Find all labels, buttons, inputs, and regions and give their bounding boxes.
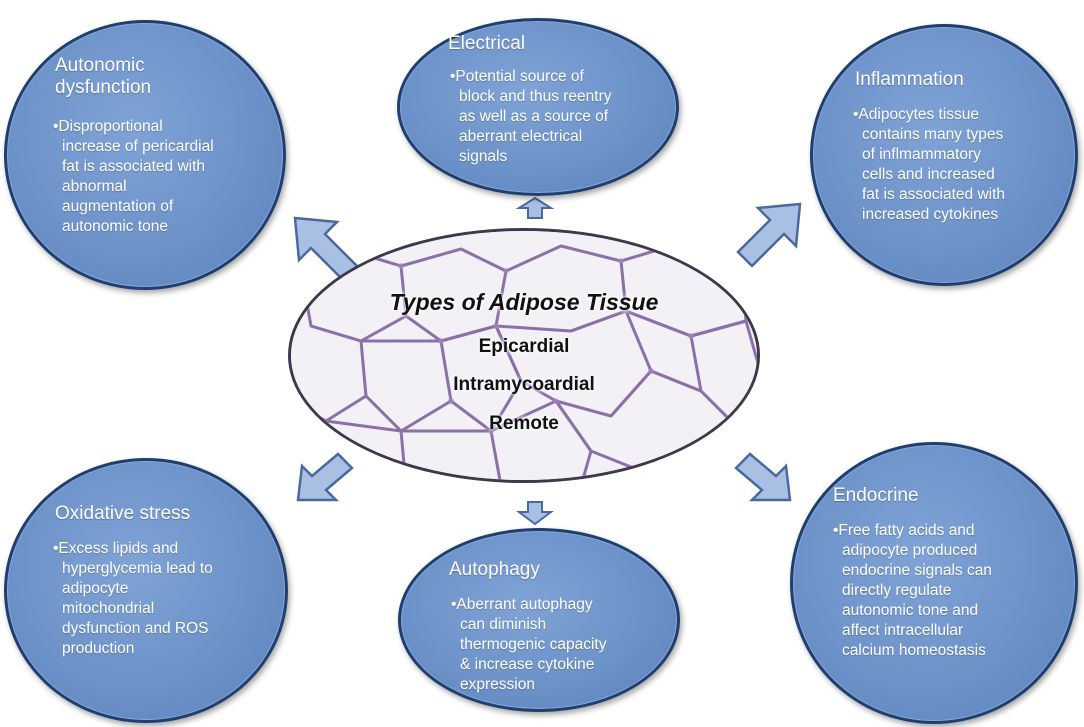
node-title: Electrical xyxy=(448,33,526,54)
node-line: mitochondrial xyxy=(62,600,155,617)
node-line: signals xyxy=(459,148,508,165)
node-autophagy: Autophagy •Aberrant autophagy can dimini… xyxy=(398,528,680,712)
node-line: & increase cytokine xyxy=(460,656,595,673)
node-line: abnormal xyxy=(62,178,127,195)
center-item-intramyocardial: Intramycoardial xyxy=(453,374,595,395)
node-line: dysfunction and ROS xyxy=(62,620,209,637)
node-line: increased cytokines xyxy=(862,206,999,223)
node-line: •Disproportional xyxy=(53,118,163,135)
arrow-up-icon xyxy=(515,196,555,219)
node-line: adipocyte xyxy=(62,580,129,597)
node-line: as well as a source of xyxy=(459,108,609,125)
node-body: •Free fatty acids and adipocyte produced… xyxy=(833,521,992,661)
node-line: thermogenic capacity xyxy=(460,636,607,653)
node-body: •Aberrant autophagy can diminish thermog… xyxy=(451,595,606,695)
node-body: •Disproportional increase of pericardial… xyxy=(53,117,214,237)
center-title: Types of Adipose Tissue xyxy=(389,289,659,315)
node-line: increase of pericardial xyxy=(62,138,214,155)
node-line: fat is associated with xyxy=(62,158,206,175)
node-electrical: Electrical •Potential source of block an… xyxy=(397,18,679,196)
node-line: expression xyxy=(460,676,535,693)
center-item-remote: Remote xyxy=(489,413,559,434)
center-tissue-ellipse: Types of Adipose Tissue Epicardial Intra… xyxy=(288,228,760,483)
node-autonomic-dysfunction: Autonomic dysfunction •Disproportional i… xyxy=(4,20,286,290)
node-line: endocrine signals can xyxy=(842,562,992,579)
node-title: Inflammation xyxy=(855,69,964,90)
node-title-line: Autonomic xyxy=(55,55,145,76)
node-line: •Aberrant autophagy xyxy=(451,596,593,613)
node-oxidative-stress: Oxidative stress •Excess lipids and hype… xyxy=(4,458,288,723)
node-line: autonomic tone xyxy=(62,218,168,235)
node-title: Oxidative stress xyxy=(55,503,191,524)
node-title: Autophagy xyxy=(449,559,540,580)
node-line: block and thus reentry xyxy=(459,88,612,105)
node-line: cells and increased xyxy=(862,166,995,183)
node-body: •Adipocytes tissue contains many types o… xyxy=(853,105,1005,225)
node-line: fat is associated with xyxy=(862,186,1006,203)
adipose-tissue-image xyxy=(291,231,757,480)
center-item-epicardial: Epicardial xyxy=(478,336,570,357)
node-body: •Potential source of block and thus reen… xyxy=(450,67,612,167)
node-title-line: dysfunction xyxy=(55,77,152,98)
node-line: contains many types xyxy=(862,126,1004,143)
node-line: directly regulate xyxy=(842,582,952,599)
node-inflammation: Inflammation •Adipocytes tissue contains… xyxy=(810,24,1078,286)
node-line: hyperglycemia lead to xyxy=(62,560,213,577)
node-endocrine: Endocrine •Free fatty acids and adipocyt… xyxy=(790,442,1078,724)
node-line: •Adipocytes tissue xyxy=(853,106,980,123)
node-line: autonomic tone and xyxy=(842,602,979,619)
node-line: of inflmammatory xyxy=(862,146,981,163)
node-line: aberrant electrical xyxy=(459,128,583,145)
node-line: production xyxy=(62,640,135,657)
arrow-down-icon xyxy=(516,501,554,526)
node-line: adipocyte produced xyxy=(842,542,978,559)
node-line: affect intracellular xyxy=(842,622,964,639)
node-title: Autonomic dysfunction xyxy=(55,55,151,99)
node-title: Endocrine xyxy=(833,485,919,506)
node-line: •Free fatty acids and xyxy=(833,522,975,539)
node-body: •Excess lipids and hyperglycemia lead to… xyxy=(53,539,213,659)
node-line: •Excess lipids and xyxy=(53,540,179,557)
node-line: can diminish xyxy=(460,616,547,633)
node-line: calcium homeostasis xyxy=(842,642,986,659)
node-line: •Potential source of xyxy=(450,68,584,85)
node-line: augmentation of xyxy=(62,198,174,215)
